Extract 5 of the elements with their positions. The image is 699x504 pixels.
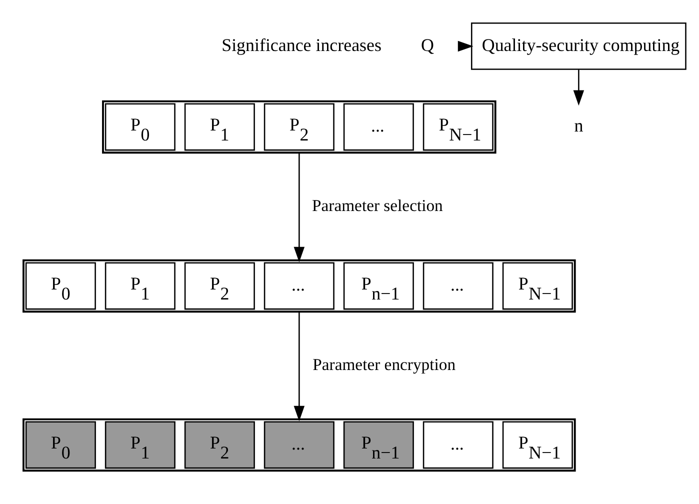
edge-label: Parameter encryption [312, 354, 456, 374]
node-text: n [574, 116, 584, 136]
edge-label: Parameter selection [312, 196, 443, 215]
node-text: Q [420, 34, 434, 55]
label: Significance increases [222, 34, 382, 55]
